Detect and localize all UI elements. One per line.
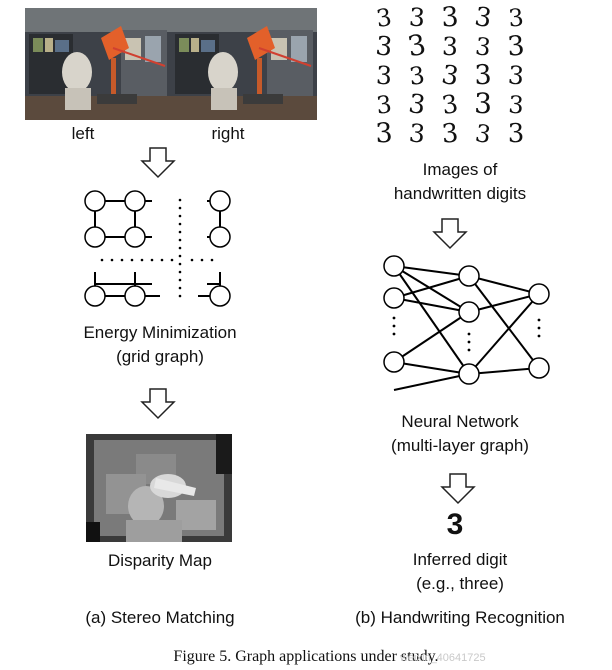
down-arrow-icon (432, 218, 468, 250)
handwritten-digit: 3 (441, 2, 460, 33)
nn-subtitle: (multi-layer graph) (391, 436, 529, 455)
images-title: Images of (422, 160, 498, 179)
figure-caption: Figure 5. Graph applications under study… (173, 648, 439, 665)
handwritten-digit: 3 (474, 87, 492, 120)
energy-title: Energy Minimization (83, 323, 237, 342)
inferred-digit-value: 3 (446, 508, 464, 541)
handwritten-digit: 3 (507, 119, 524, 149)
neural-network-diagram (383, 255, 550, 391)
inferred-title: Inferred digit (412, 550, 508, 569)
down-arrow-icon (140, 388, 176, 420)
right-image-label: right (211, 124, 245, 143)
handwritten-digit: 3 (440, 89, 460, 120)
down-arrow-icon (440, 473, 476, 505)
inferred-digit-label: Inferred digit (e.g., three) (340, 548, 580, 596)
handwritten-digit: 3 (507, 91, 524, 120)
down-arrow-icon (140, 147, 176, 179)
handwritten-digit: 3 (374, 31, 394, 63)
handwritten-digit: 3 (375, 61, 392, 91)
handwritten-digit: 3 (506, 30, 525, 62)
left-image-label: left (71, 124, 95, 143)
handwritten-digit: 3 (507, 3, 525, 32)
grid-graph-diagram (84, 190, 231, 307)
handwritten-digit: 3 (472, 2, 493, 34)
handwritten-digit: 3 (440, 118, 459, 149)
disparity-map-label: Disparity Map (108, 551, 212, 570)
handwritten-digit: 3 (408, 118, 427, 149)
disparity-map-image (86, 434, 232, 542)
handwritten-digit: 3 (374, 3, 393, 33)
stereo-matching-caption: (a) Stereo Matching (85, 608, 235, 627)
neural-network-label: Neural Network (multi-layer graph) (340, 410, 580, 458)
handwritten-digit: 3 (407, 89, 428, 121)
energy-minimization-label: Energy Minimization (grid graph) (40, 321, 280, 369)
handwritten-digit: 3 (375, 118, 394, 150)
handwritten-digit: 3 (439, 60, 461, 92)
handwritten-digit: 3 (375, 90, 393, 119)
handwritten-digit: 3 (408, 61, 427, 91)
nn-title-text: Neural Network (401, 412, 519, 431)
stereo-image-pair (25, 8, 317, 120)
images-of-digits-label: Images of handwritten digits (340, 158, 580, 206)
inferred-subtitle: (e.g., three) (416, 574, 504, 593)
handwritten-digit: 3 (408, 2, 426, 32)
images-subtitle: handwritten digits (393, 184, 527, 203)
handwritten-digit: 3 (474, 32, 493, 62)
handwriting-recognition-caption: (b) Handwriting Recognition (355, 608, 565, 627)
energy-subtitle: (grid graph) (116, 347, 204, 366)
handwritten-digit: 3 (474, 60, 492, 92)
handwritten-digit: 3 (507, 60, 525, 90)
handwritten-digit: 3 (405, 28, 428, 64)
handwritten-digit: 3 (473, 119, 492, 149)
watermark: weixin_40641725 (400, 652, 486, 664)
handwritten-digit: 3 (442, 32, 459, 62)
